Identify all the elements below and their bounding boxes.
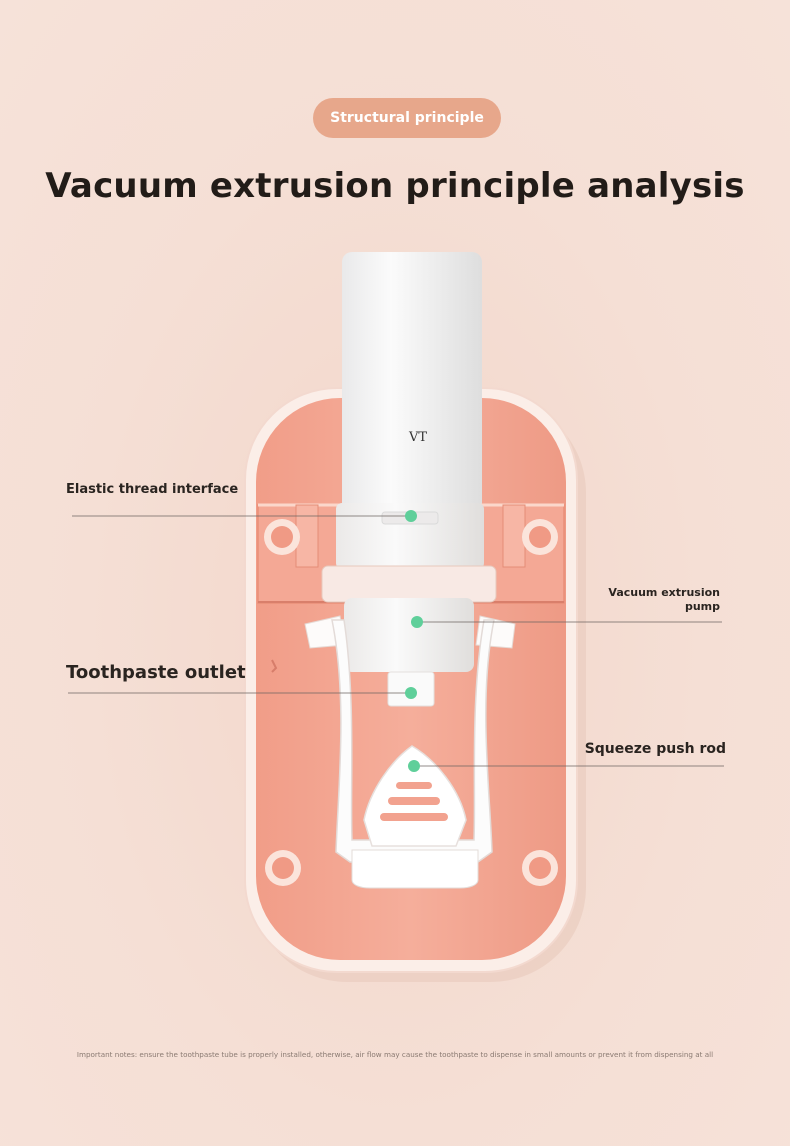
pump-ring	[321, 565, 497, 603]
toothpaste-tube	[342, 252, 482, 514]
tube-brand: VT	[408, 430, 427, 445]
marker-toothpaste-outlet	[405, 687, 417, 699]
important-note: Important notes: ensure the toothpaste t…	[76, 1050, 714, 1059]
section-badge: Structural principle	[313, 98, 501, 138]
marker-squeeze-rod	[408, 760, 420, 772]
tube-collar	[336, 503, 484, 569]
page-title: Vacuum extrusion principle analysis	[45, 166, 745, 206]
push-rod-frame	[331, 619, 495, 863]
callout-elastic-thread: Elastic thread interface	[66, 482, 239, 497]
callout-squeeze-rod: Squeeze push rod	[584, 741, 726, 757]
callout-vacuum-pump: Vacuum extrusion pump	[608, 586, 720, 613]
callout-toothpaste-outlet: Toothpaste outlet	[66, 662, 246, 683]
section-badge-label: Structural principle	[330, 110, 484, 126]
marker-vacuum-pump	[411, 616, 423, 628]
marker-elastic-thread	[405, 510, 417, 522]
vacuum-pump	[344, 598, 474, 672]
